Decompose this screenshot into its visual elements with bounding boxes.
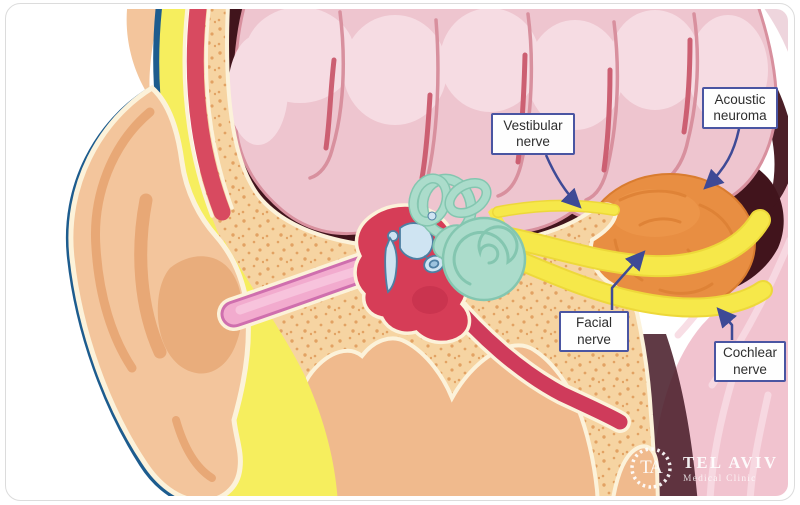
nerve-bundles	[488, 199, 773, 318]
semicircular-canals	[408, 173, 492, 241]
clinic-logo: TA TEL AVIV Medical Clinic	[628, 442, 794, 494]
logo-name: TEL AVIV	[683, 452, 779, 472]
outer-ear	[65, 84, 251, 496]
facial-canal-artery	[437, 287, 631, 433]
malleus	[384, 236, 398, 294]
acoustic-leader-line	[703, 128, 741, 190]
label-vestibular-nerve: Vestibular nerve	[491, 113, 575, 155]
laurel-wreath-icon: TA	[628, 445, 674, 491]
logo-tagline: Medical Clinic	[683, 473, 757, 484]
ossicles	[384, 222, 445, 294]
logo-monogram: TA	[640, 457, 663, 478]
muscle-layer	[186, 9, 231, 221]
ear-concha	[157, 256, 243, 374]
acoustic-neuroma-mass	[584, 173, 756, 313]
label-cochlear-nerve: Cochlear nerve	[714, 341, 786, 382]
ear-folds	[91, 107, 216, 482]
facial-leader-line	[610, 250, 646, 310]
cochlear-leader-line	[716, 307, 738, 340]
vestibular-leader-line	[544, 154, 582, 209]
scalp-skin	[126, 9, 162, 98]
label-connectors	[544, 128, 741, 340]
label-acoustic-neuroma: Acoustic neuroma	[702, 87, 778, 129]
label-facial-nerve: Facial nerve	[559, 311, 629, 352]
inner-ear	[408, 173, 527, 302]
